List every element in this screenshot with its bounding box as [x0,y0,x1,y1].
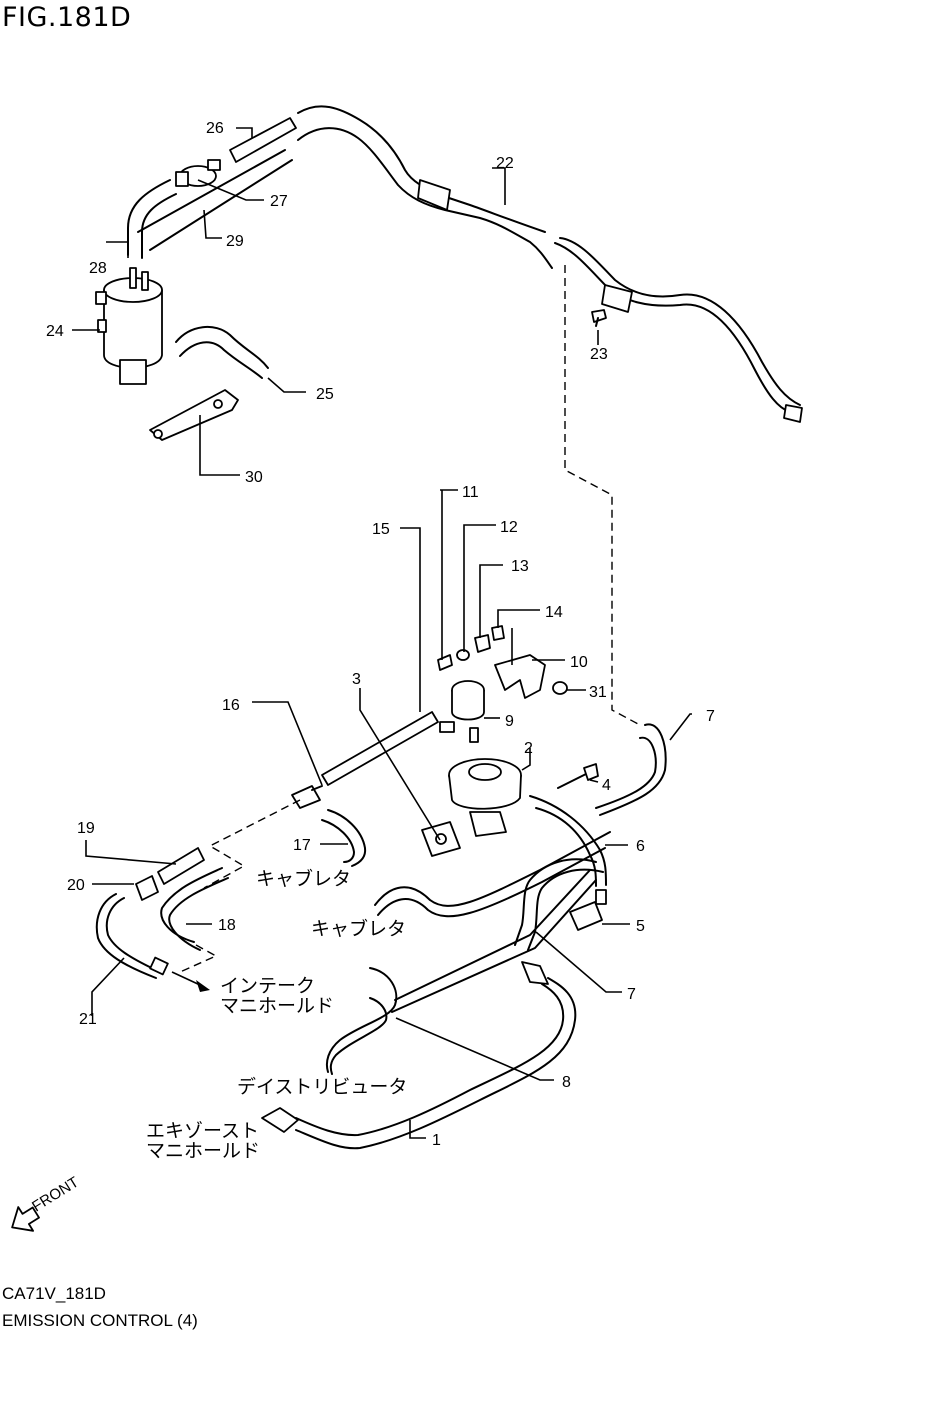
callout-14: 14 [545,604,563,621]
hose-21 [95,893,169,979]
leader-lines [72,127,692,1139]
hose-15 [321,711,439,786]
front-label: FRONT [29,1174,82,1216]
callout-5: 5 [636,918,645,935]
canister-24 [95,267,163,385]
callout-27: 27 [270,193,288,210]
bolt-23 [591,309,607,327]
vsv-27 [175,159,221,187]
dashed-connector-22-7 [564,265,641,726]
callout-8: 8 [562,1074,571,1091]
callout-25: 25 [316,386,334,403]
hose-1 [261,961,577,1150]
callout-15: 15 [372,521,390,538]
callout-16: 16 [222,697,240,714]
label-carburetor-2: キャブレタ [311,917,406,940]
callout-20: 20 [67,877,85,894]
callout-17: 17 [293,837,311,854]
arrow-intake [171,971,210,992]
callout-13: 13 [511,558,529,575]
collar-13 [474,634,491,653]
figure-code: CA71V_181D [2,1284,106,1303]
callout-10: 10 [570,654,588,671]
figure-title: FIG.181D [2,2,132,33]
label-exhaust: エキゾースト [146,1120,259,1142]
callout-12: 12 [500,519,518,536]
hose-18 [160,867,229,951]
label-carburetor-1: キャブレタ [256,867,351,890]
hose-26 [229,117,297,163]
tee-16 [291,785,323,809]
hose-7-upper [595,723,667,816]
callout-31: 31 [589,684,607,701]
callout-26: 26 [206,120,224,137]
label-exhaust-manifold: マニホールド [146,1140,260,1162]
callout-22: 22 [496,155,514,172]
callout-6: 6 [636,838,645,855]
tee-20 [135,875,159,901]
hose-19 [157,847,205,885]
callout-1: 1 [432,1132,441,1149]
bolt-11 [437,654,453,671]
hose-8 [325,869,597,1075]
hose-29 [137,149,293,251]
bolt-4 [557,763,599,789]
callout-18: 18 [218,917,236,934]
callout-29: 29 [226,233,244,250]
callout-3: 3 [352,671,361,688]
label-distributor: デイストリビュータ [237,1076,407,1098]
callout-28: 28 [89,260,107,277]
callout-24: 24 [46,323,64,340]
front-arrow: FRONT [11,1174,82,1232]
hose-28 [127,179,177,259]
callout-9: 9 [505,713,514,730]
vacuum-switch-5 [569,889,607,931]
grommet-14 [491,625,505,641]
callout-19: 19 [77,820,95,837]
figure-caption: EMISSION CONTROL (4) [2,1311,198,1330]
hose-25 [175,325,269,379]
vapor-pipe-22 [297,105,803,423]
gasket-3 [421,821,461,857]
callout-23: 23 [590,346,608,363]
egr-valve-2 [448,758,522,837]
japanese-labels: キャブレタ キャブレタ インテーク マニホールド デイストリビュータ エキゾース… [146,867,407,1162]
callout-7a: 7 [706,708,715,725]
label-intake-manifold: マニホールド [220,995,334,1017]
callout-11: 11 [462,484,479,501]
label-intake: インテーク [220,975,315,997]
vsv-9 [439,680,485,743]
dashed-connector-left [179,799,301,973]
callout-numbers: 26 27 29 28 24 25 30 22 23 11 12 13 14 1… [46,120,715,1149]
hose-carburetor-long [374,831,611,918]
callout-4: 4 [602,777,611,794]
hose-17 [321,809,367,867]
bracket-30 [149,389,239,441]
cap-31 [552,681,568,695]
callout-30: 30 [245,469,263,486]
callout-21: 21 [79,1011,97,1028]
washer-12 [456,649,470,661]
callout-7b: 7 [627,986,636,1003]
callout-2: 2 [524,740,533,757]
hose-7-lower [514,858,604,951]
bracket-10 [494,654,546,699]
